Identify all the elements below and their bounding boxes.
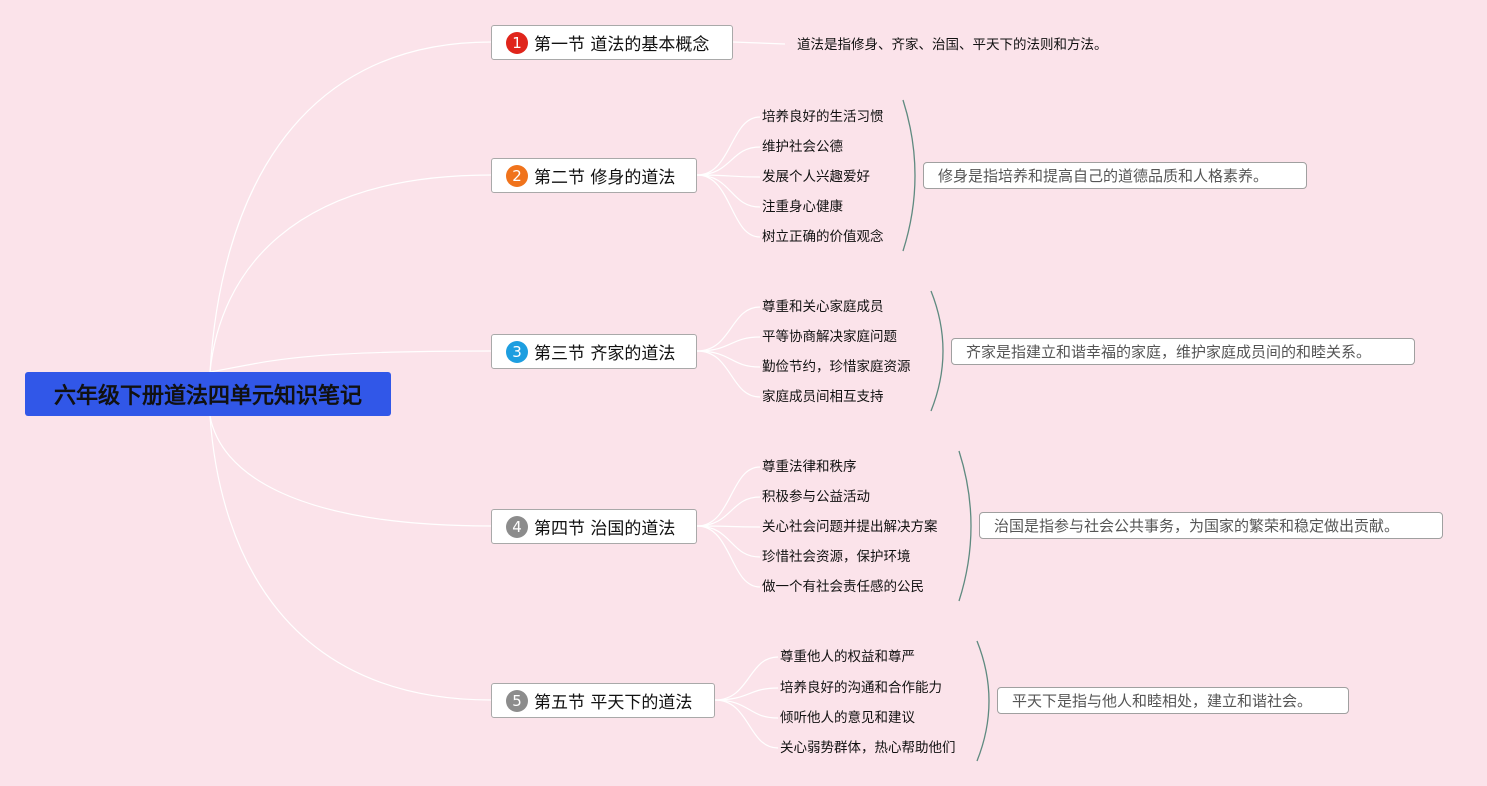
section-1-label: 第一节 道法的基本概念 xyxy=(534,35,710,55)
section-2-summary[interactable]: 修身是指培养和提高自己的道德品质和人格素养。 xyxy=(923,162,1307,189)
section-4-summary[interactable]: 治国是指参与社会公共事务，为国家的繁荣和稳定做出贡献。 xyxy=(979,512,1443,539)
section-5-item[interactable]: 关心弱势群体，热心帮助他们 xyxy=(780,740,956,756)
connector-curve xyxy=(209,350,492,373)
section-2-node[interactable]: 2 第二节 修身的道法 xyxy=(491,158,697,193)
connector-curve xyxy=(696,336,761,352)
connector-curve xyxy=(696,496,761,527)
section-5-item[interactable]: 培养良好的沟通和合作能力 xyxy=(780,680,942,696)
section-5-node[interactable]: 5 第五节 平天下的道法 xyxy=(491,683,715,718)
connector-curve xyxy=(696,525,761,588)
connector-curve xyxy=(696,146,761,176)
connector-curve xyxy=(209,174,492,373)
connector-curve xyxy=(976,640,990,762)
section-4-item[interactable]: 尊重法律和秩序 xyxy=(762,459,857,475)
section-5-item[interactable]: 尊重他人的权益和尊严 xyxy=(780,649,915,665)
section-3-item[interactable]: 尊重和关心家庭成员 xyxy=(762,299,884,315)
section-4-number-badge: 4 xyxy=(506,515,528,538)
section-1-definition: 道法是指修身、齐家、治国、平天下的法则和方法。 xyxy=(797,37,1108,53)
root-topic[interactable]: 六年级下册道法四单元知识笔记 xyxy=(25,372,391,416)
connector-curve xyxy=(209,415,492,527)
section-4-node[interactable]: 4 第四节 治国的道法 xyxy=(491,509,697,544)
section-4-item[interactable]: 珍惜社会资源，保护环境 xyxy=(762,549,911,565)
connector-curve xyxy=(930,290,944,412)
section-2-item[interactable]: 培养良好的生活习惯 xyxy=(762,109,884,125)
connector-curve xyxy=(696,525,761,528)
section-2-item[interactable]: 树立正确的价值观念 xyxy=(762,229,884,245)
section-5-number-badge: 5 xyxy=(506,689,528,712)
section-4-item[interactable]: 关心社会问题并提出解决方案 xyxy=(762,519,938,535)
section-4-item[interactable]: 做一个有社会责任感的公民 xyxy=(762,579,924,595)
section-4-item[interactable]: 积极参与公益活动 xyxy=(762,489,870,505)
section-2-item[interactable]: 发展个人兴趣爱好 xyxy=(762,169,870,185)
section-1-node[interactable]: 1 第一节 道法的基本概念 xyxy=(491,25,733,60)
connector-curve xyxy=(902,99,916,252)
section-3-number-badge: 3 xyxy=(506,340,528,363)
section-2-label: 第二节 修身的道法 xyxy=(534,168,676,188)
connector-curve xyxy=(696,350,761,368)
connector-curve xyxy=(958,450,972,602)
section-3-label: 第三节 齐家的道法 xyxy=(534,344,676,364)
connector-curve xyxy=(696,525,761,558)
section-3-item[interactable]: 家庭成员间相互支持 xyxy=(762,389,884,405)
section-2-item[interactable]: 注重身心健康 xyxy=(762,199,843,215)
connector-curve xyxy=(696,174,761,208)
section-5-item[interactable]: 倾听他人的意见和建议 xyxy=(780,710,915,726)
connector-curve xyxy=(714,656,779,701)
connector-curve xyxy=(714,699,779,719)
section-3-item[interactable]: 勤俭节约，珍惜家庭资源 xyxy=(762,359,911,375)
section-2-number-badge: 2 xyxy=(506,164,528,187)
connector-curve xyxy=(696,350,761,398)
connector-curve xyxy=(696,174,761,238)
section-3-node[interactable]: 3 第三节 齐家的道法 xyxy=(491,334,697,369)
connector-curve xyxy=(714,699,779,749)
connector-curve xyxy=(714,687,779,701)
section-3-summary[interactable]: 齐家是指建立和谐幸福的家庭，维护家庭成员间的和睦关系。 xyxy=(951,338,1415,365)
connector-curve xyxy=(209,415,492,701)
connector-curve xyxy=(696,466,761,527)
section-5-summary[interactable]: 平天下是指与他人和睦相处，建立和谐社会。 xyxy=(997,687,1349,714)
connector-curve xyxy=(732,41,786,45)
section-3-item[interactable]: 平等协商解决家庭问题 xyxy=(762,329,897,345)
connector-curve xyxy=(696,306,761,352)
section-4-label: 第四节 治国的道法 xyxy=(534,519,676,539)
connector-curve xyxy=(209,41,492,373)
connector-curve xyxy=(696,116,761,176)
section-5-label: 第五节 平天下的道法 xyxy=(534,693,693,713)
connector-curve xyxy=(696,174,761,178)
section-1-number-badge: 1 xyxy=(506,31,528,54)
section-2-item[interactable]: 维护社会公德 xyxy=(762,139,843,155)
